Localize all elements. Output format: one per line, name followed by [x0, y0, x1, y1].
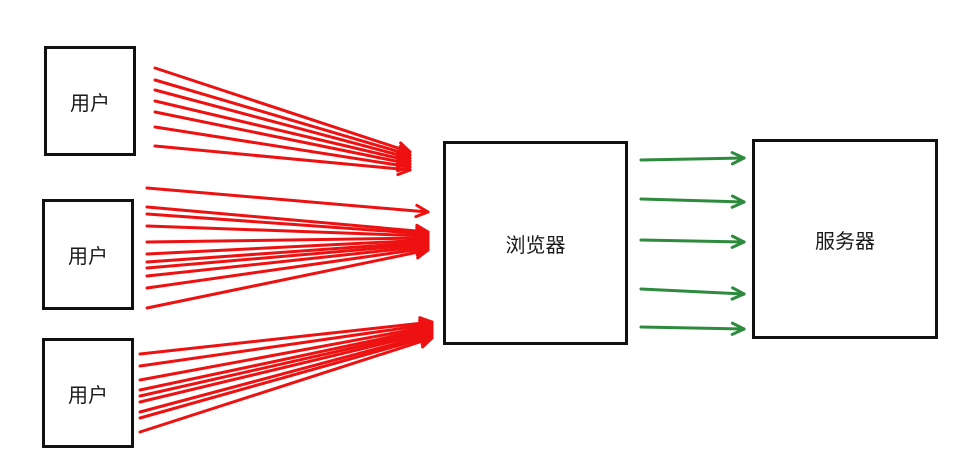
- user-1-arrow: [153, 144, 412, 177]
- arrows-layer: [138, 66, 746, 434]
- server-label: 服务器: [815, 228, 875, 253]
- user-label-2: 用户: [68, 244, 108, 268]
- user-box-2: 用户: [42, 199, 134, 310]
- server-box: 服务器: [752, 139, 938, 339]
- browser-label: 浏览器: [505, 232, 566, 257]
- user-2-arrow: [145, 245, 430, 310]
- browser-to-server-arrow: [639, 234, 746, 249]
- browser-to-server-arrow: [639, 321, 746, 336]
- user-box-1: 用户: [44, 46, 136, 156]
- user-label-3: 用户: [68, 382, 108, 407]
- user-2-arrow: [145, 186, 430, 219]
- browser-box: 浏览器: [443, 141, 628, 345]
- user-3-arrow: [138, 334, 434, 434]
- user-box-3: 用户: [42, 338, 134, 448]
- browser-to-server-arrow: [639, 151, 746, 166]
- user-label-1: 用户: [70, 90, 110, 115]
- browser-to-server-arrow: [639, 286, 746, 301]
- browser-to-server-arrow: [639, 194, 746, 209]
